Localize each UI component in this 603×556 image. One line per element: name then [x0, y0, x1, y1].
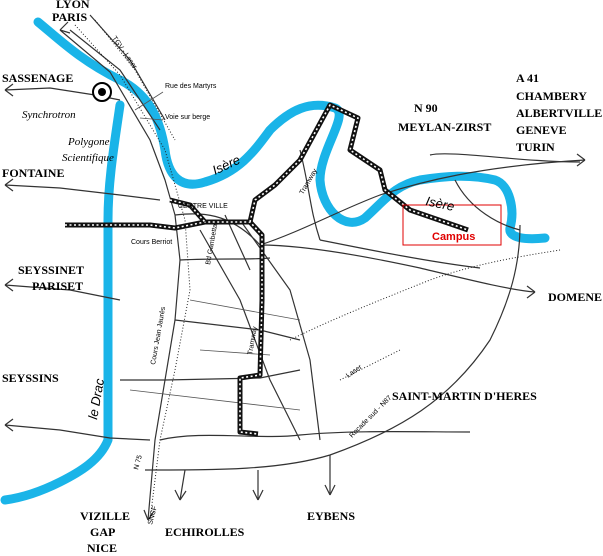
label-tramway-2: Tramway [247, 326, 259, 356]
label-eybens: EYBENS [307, 509, 355, 523]
label-fontaine: FONTAINE [2, 166, 64, 180]
roads [4, 14, 586, 521]
label-geneve: GENEVE [516, 123, 567, 137]
label-pariset: PARISET [32, 279, 83, 293]
campus-box [402, 204, 502, 246]
label-isere-2: Isère [424, 193, 455, 214]
label-campus: Campus [432, 231, 475, 243]
label-chambery: CHAMBERY [516, 89, 587, 103]
label-scientifique: Scientifique [62, 152, 114, 164]
railways [74, 19, 561, 521]
label-laser: Laser [345, 363, 364, 379]
label-paris: PARIS [52, 10, 87, 24]
direction-arrows [4, 21, 586, 521]
label-centre-ville: CENTRE VILLE [178, 203, 228, 210]
drac-river [0, 100, 125, 505]
isere-river [33, 17, 550, 244]
label-vizille: VIZILLE [80, 509, 130, 523]
tramway [65, 102, 469, 437]
synchrotron-symbol [92, 82, 112, 102]
label-drac: le Drac [85, 377, 107, 421]
label-rue-martyrs: Rue des Martyrs [165, 83, 217, 90]
label-sncf: SNCF [147, 505, 159, 525]
label-voie-berge: Voie sur berge [165, 114, 210, 121]
label-seyssins: SEYSSINS [2, 371, 59, 385]
label-n75: N 75 [133, 454, 144, 470]
label-domene: DOMENE [548, 290, 602, 304]
label-seyssinet: SEYSSINET [18, 263, 84, 277]
label-albertville: ALBERTVILLE [516, 106, 602, 120]
label-gap: GAP [90, 525, 115, 539]
label-n90: N 90 [414, 101, 438, 115]
label-cours-berriot: Cours Berriot [131, 239, 172, 246]
label-echirolles: ECHIROLLES [165, 525, 245, 539]
label-lyon: LYON [56, 0, 90, 11]
label-sassenage: SASSENAGE [2, 71, 73, 85]
label-saint-martin: SAINT-MARTIN D'HERES [392, 389, 537, 403]
label-meylan: MEYLAN-ZIRST [398, 120, 491, 134]
label-turin: TURIN [516, 140, 555, 154]
rivers [0, 17, 550, 505]
label-synchrotron: Synchrotron [22, 109, 76, 121]
label-a41: A 41 [516, 71, 539, 85]
label-nice: NICE [87, 541, 117, 555]
pointer-lines [134, 91, 164, 121]
label-cours-jean-jaures: Cours Jean Jaurès [150, 306, 167, 366]
label-polygone: Polygone [67, 136, 110, 148]
label-rocade: Rocade sud - N87 [348, 394, 393, 439]
